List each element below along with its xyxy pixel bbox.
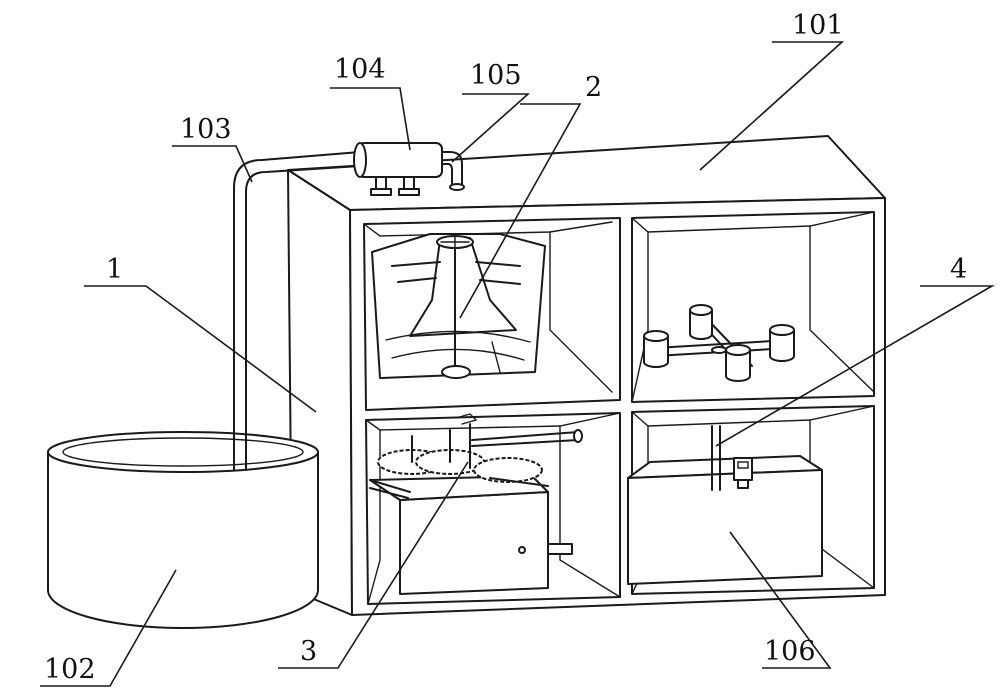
label-105: 105 [470,60,522,91]
leader-lines [40,41,995,687]
label-103: 103 [180,114,232,145]
gear-drive-unit [369,413,583,595]
label-1: 1 [106,254,123,285]
label-3: 3 [300,636,317,667]
water-tank [47,431,319,629]
label-101: 101 [792,10,844,41]
delivery-pipe [233,151,361,471]
label-4: 4 [950,254,967,285]
label-106: 106 [764,636,816,667]
label-102: 102 [44,654,96,685]
collection-box [627,425,823,585]
spray-cone-unit [371,233,546,379]
reference-labels: 101 104 105 2 103 1 4 3 106 102 [44,10,967,685]
label-104: 104 [334,54,386,85]
stirrer-assembly [643,304,795,382]
label-2: 2 [585,72,602,103]
pump-unit [353,142,443,196]
